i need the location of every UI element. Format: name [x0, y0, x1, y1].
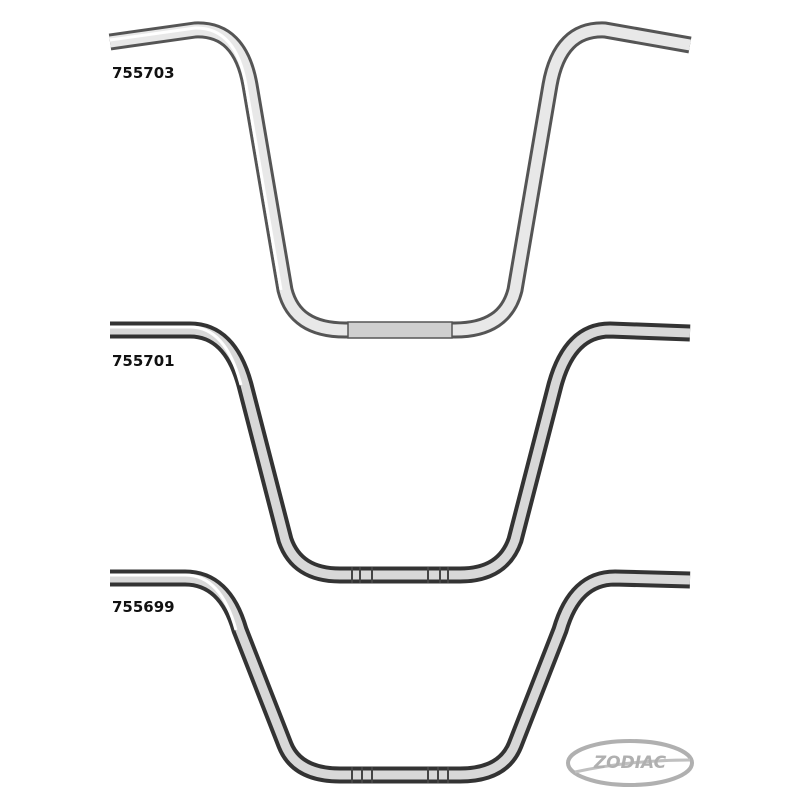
part-number-label: 755703	[110, 64, 177, 82]
part-number-label: 755699	[110, 598, 177, 616]
part-number-label: 755701	[110, 352, 177, 370]
handlebar-755703	[108, 21, 692, 339]
handlebar-755701	[110, 321, 691, 584]
zodiac-logo: ZODIAC	[566, 739, 694, 787]
handlebar-755699	[110, 569, 691, 784]
logo-text: ZODIAC	[593, 753, 667, 773]
